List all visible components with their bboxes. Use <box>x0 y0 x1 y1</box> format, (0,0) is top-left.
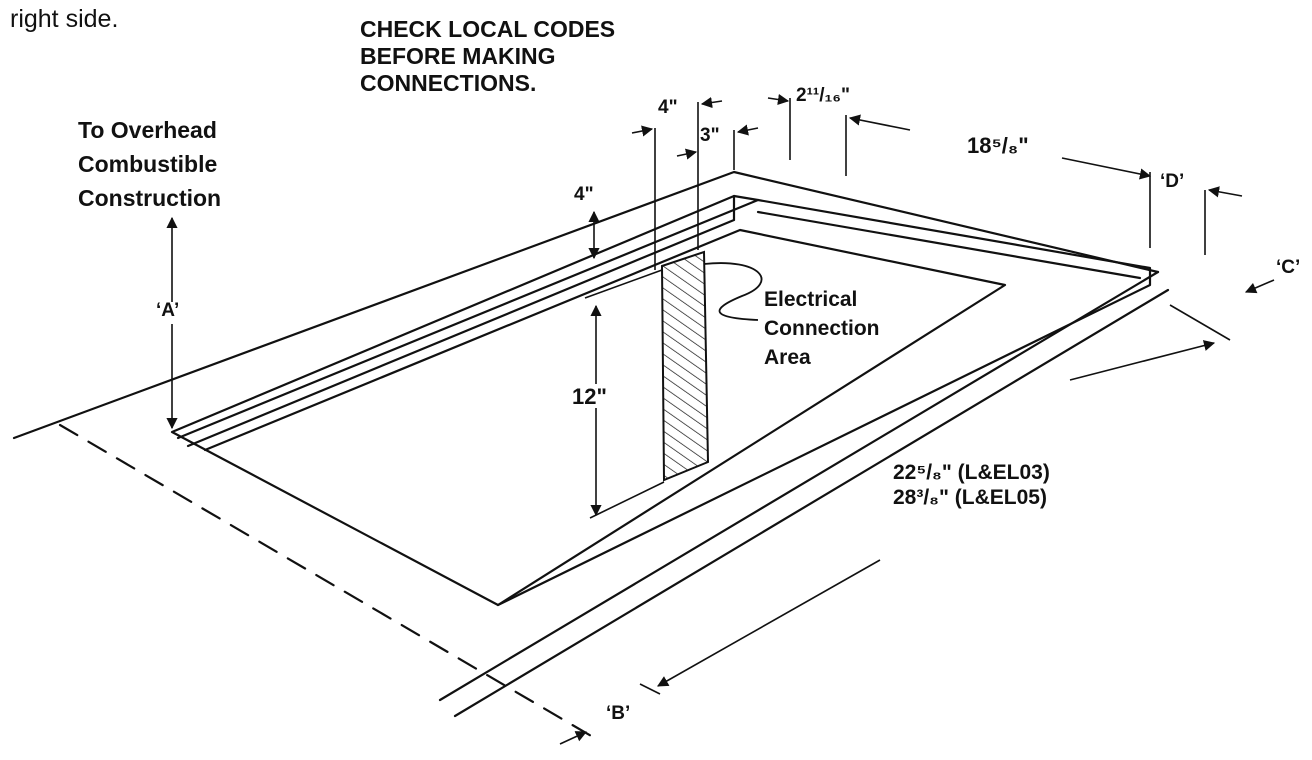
length-l-el05-label: 28³/₈" (L&EL05) <box>893 486 1047 509</box>
top-span-label: 18⁵/₈" <box>967 133 1029 158</box>
top-span-dim-left <box>848 114 911 131</box>
area-width-dim-right <box>736 124 759 136</box>
electrical-connection-area <box>660 250 710 482</box>
check-local-codes-note: CHECK LOCAL CODES BEFORE MAKING CONNECTI… <box>360 16 615 97</box>
clearance-d-arrow <box>1207 186 1243 198</box>
top-offset-label: 4" <box>574 184 594 205</box>
overhead-line-1: To Overhead <box>78 117 217 143</box>
clearance-c-label: ‘C’ <box>1276 257 1301 278</box>
area-offset-label: 4" <box>658 97 678 118</box>
length-l-el03-label: 22⁵/₈" (L&EL03) <box>893 461 1050 484</box>
overhead-line-2: Combustible <box>78 151 218 177</box>
clearance-b-arrow <box>559 731 588 745</box>
electrical-leader <box>703 262 763 321</box>
electrical-connection-label: Electrical Connection Area <box>764 285 880 372</box>
notice-line-1: CHECK LOCAL CODES <box>360 16 616 42</box>
area-offset-dim <box>631 125 654 137</box>
area-width-label: 3" <box>700 125 720 146</box>
clearance-a-label: ‘A’ <box>156 300 180 321</box>
length-ext-upper <box>1169 304 1231 341</box>
notice-line-2: BEFORE MAKING <box>360 43 556 69</box>
back-ledge <box>176 194 760 448</box>
counter-back-edge <box>12 170 1160 440</box>
clearance-c-arrow <box>1244 279 1275 294</box>
electrical-line-1: Electrical <box>764 288 858 311</box>
clearance-b-label: ‘B’ <box>606 703 631 724</box>
cutout-rim <box>170 194 1152 607</box>
area-height-label: 12" <box>572 384 607 409</box>
electrical-line-2: Connection <box>764 317 880 340</box>
length-ext-lower <box>639 683 661 695</box>
counter-front-edge <box>438 270 1160 702</box>
notice-line-3: CONNECTIONS. <box>360 70 537 96</box>
area-width-dim <box>676 148 698 160</box>
intro-text: right side. <box>10 5 119 33</box>
corner-offset-dim <box>767 93 790 106</box>
cutout-length-labels: 22⁵/₈" (L&EL03) 28³/₈" (L&EL05) <box>893 460 1050 510</box>
electrical-line-3: Area <box>764 346 811 369</box>
length-dim-upper <box>1069 340 1216 381</box>
overhead-line-3: Construction <box>78 185 222 211</box>
area-height-ext-top <box>584 269 663 299</box>
counter-left-dashed-edge <box>58 423 600 742</box>
overhead-combustible-label: To Overhead Combustible Construction <box>78 113 221 215</box>
cutout-floor <box>203 228 1007 607</box>
clearance-d-label: ‘D’ <box>1160 171 1185 192</box>
top-span-dim-right <box>1061 157 1152 180</box>
area-offset-dim-right <box>700 96 723 109</box>
counter-front-edge-lower <box>453 288 1170 718</box>
corner-offset-label: 2¹¹/₁₆" <box>796 85 850 106</box>
right-ledge <box>756 210 1142 280</box>
area-height-ext-bottom <box>589 481 665 519</box>
length-dim-lower <box>657 559 881 687</box>
